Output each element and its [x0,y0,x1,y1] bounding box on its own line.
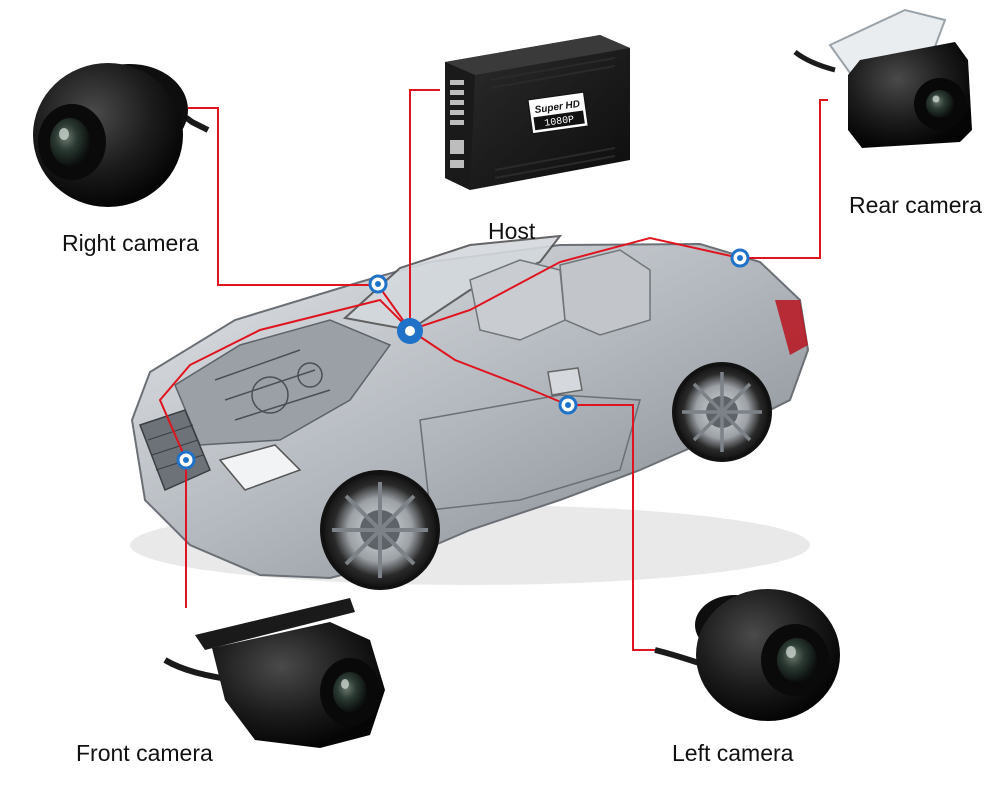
car-illustration [130,234,810,590]
rear-camera-wire [740,99,828,259]
node-host [397,318,423,344]
node-rear-camera [730,248,750,268]
left-camera [654,589,840,721]
host-badge: Super HD 1080P [527,91,589,135]
host-badge-line2: 1080P [544,115,575,130]
front-camera-label: Front camera [76,740,213,766]
left-camera-label: Left camera [672,740,794,766]
right-camera [33,63,210,207]
right-camera-wire [188,107,378,286]
rear-camera [793,8,972,148]
host-label: Host [488,218,536,244]
rear-camera-label: Rear camera [849,192,982,218]
node-right-camera [368,274,388,294]
node-front-camera [176,450,196,470]
host-unit: Super HD 1080P [445,35,630,190]
host-wire [409,89,440,330]
left-camera-wire [568,404,660,651]
node-left-camera [558,395,578,415]
right-camera-label: Right camera [62,230,199,256]
front-camera [163,598,385,748]
connection-nodes [176,248,750,470]
